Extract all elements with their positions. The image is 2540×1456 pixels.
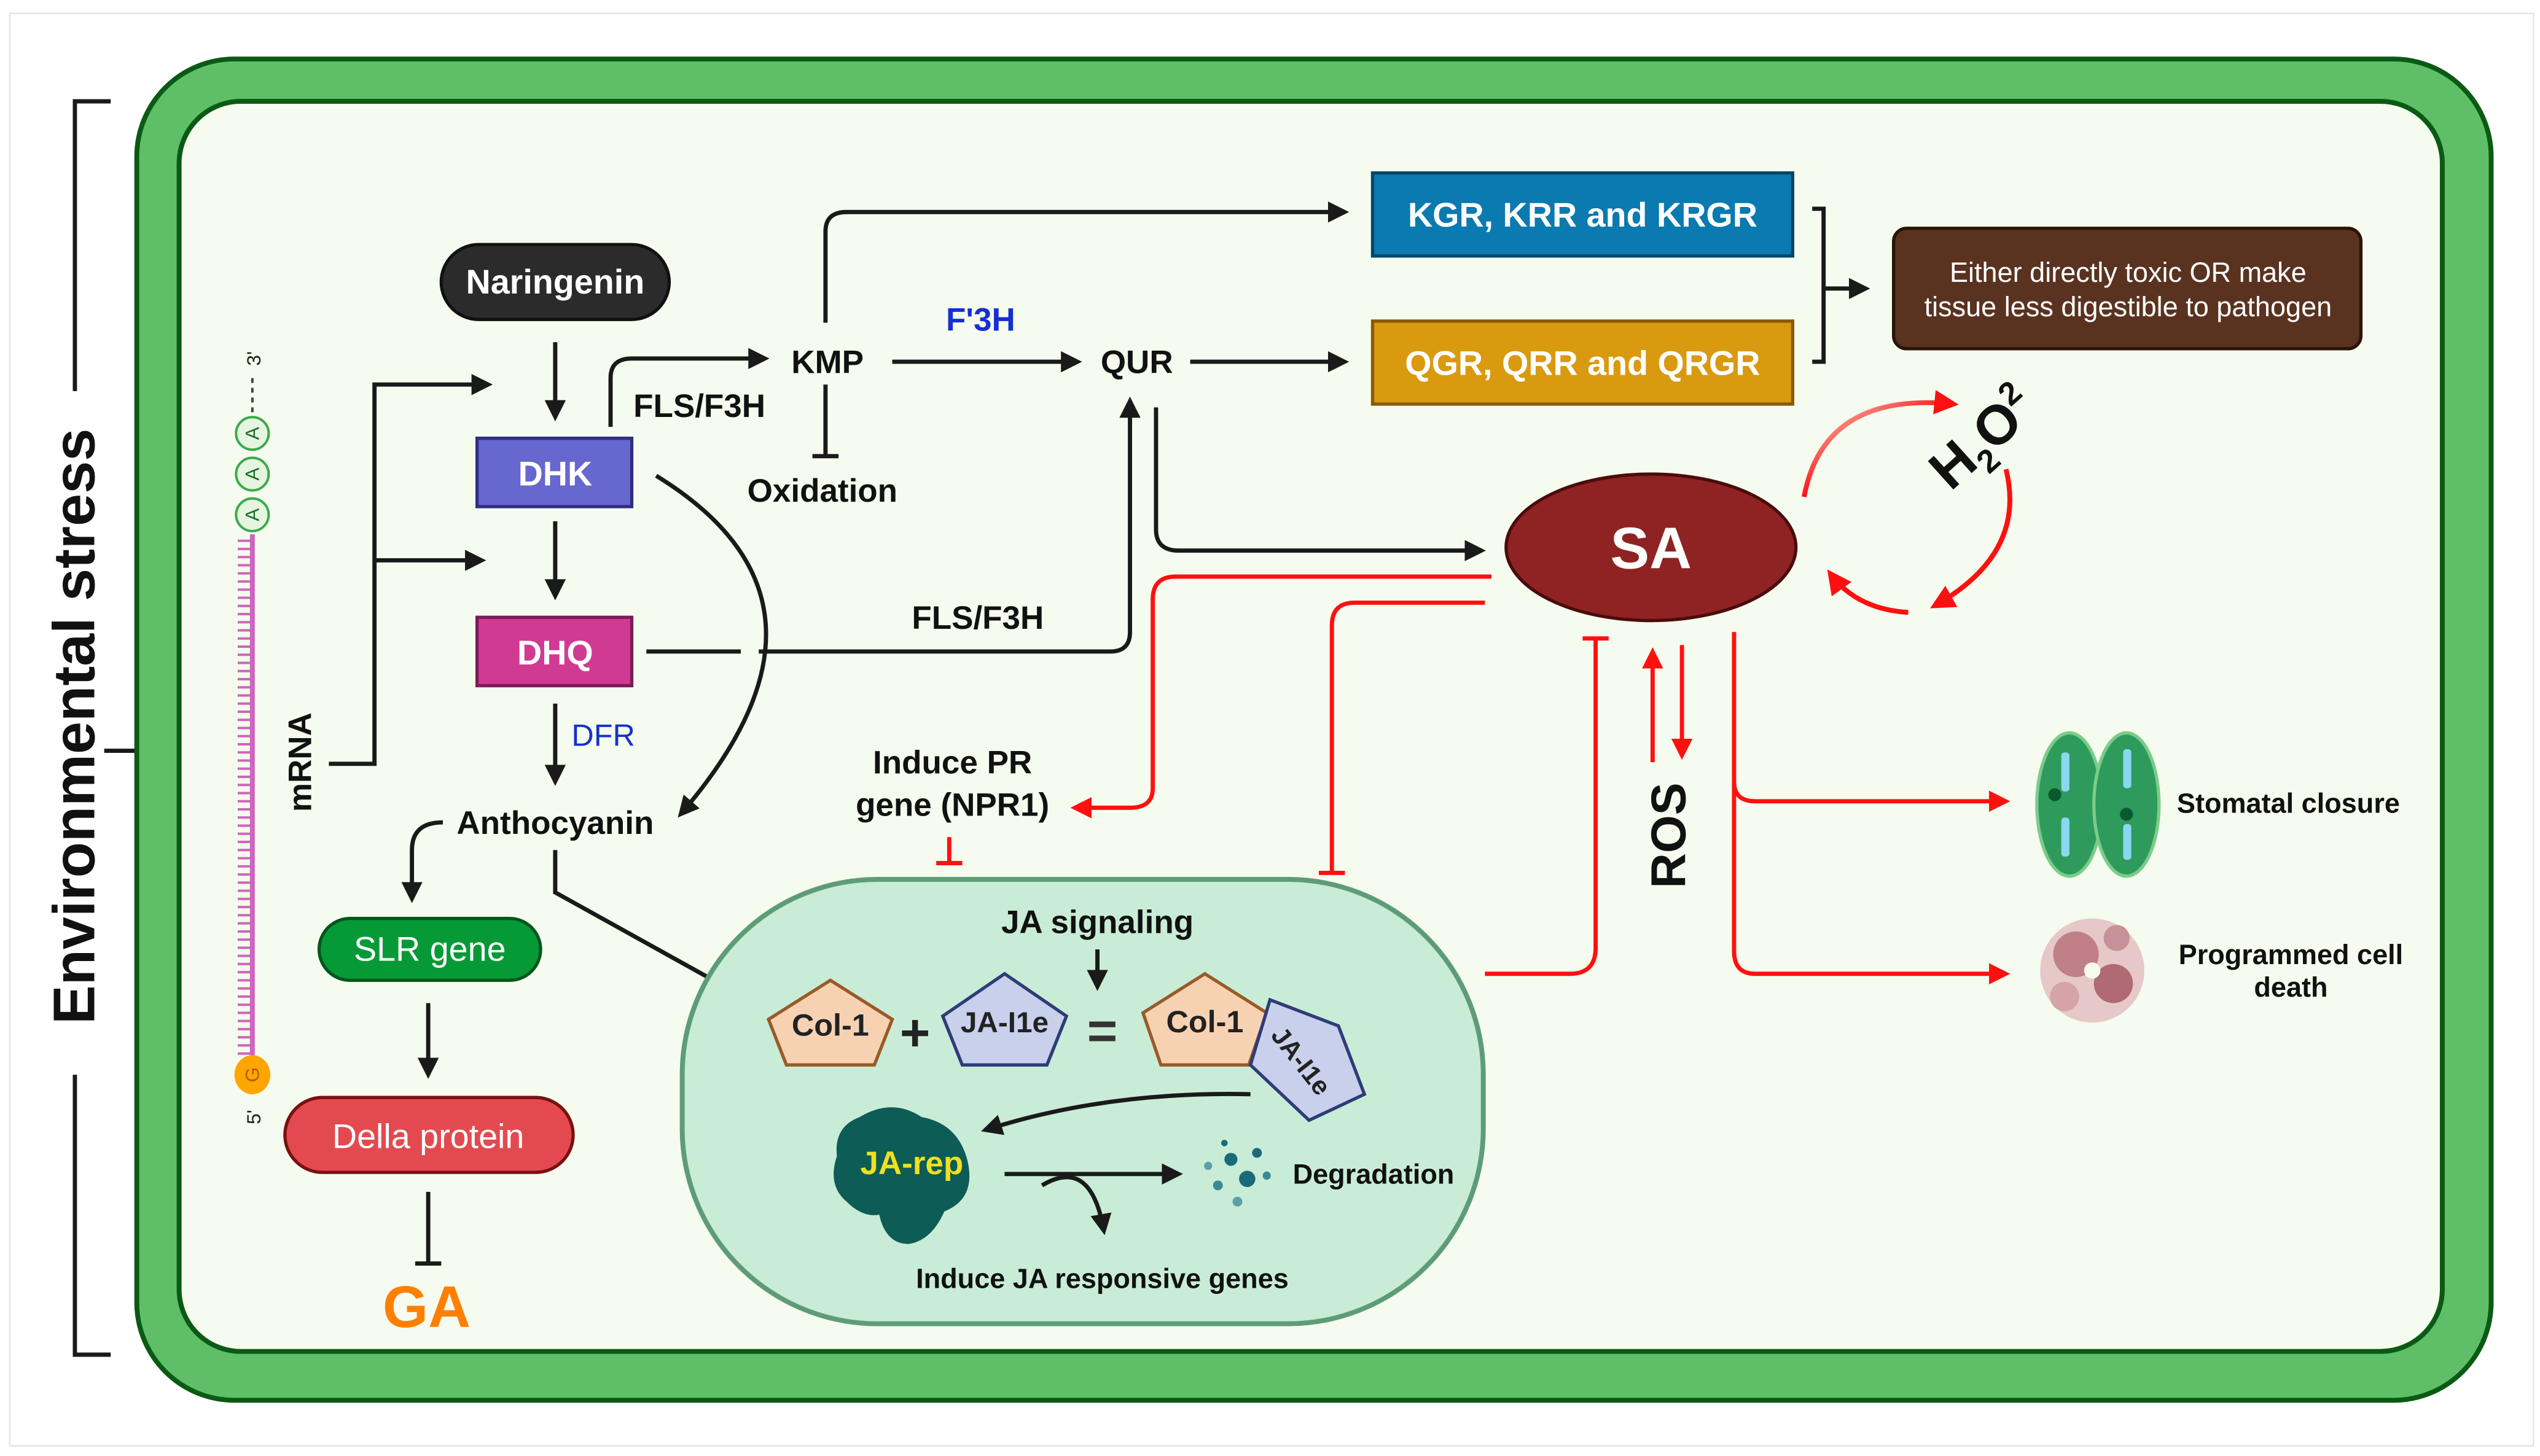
- sa-node: SA: [1504, 472, 1798, 623]
- col1-label: Col-1: [792, 1007, 869, 1042]
- dhk-node: DHK: [475, 437, 634, 508]
- dhk-label: DHK: [518, 455, 593, 493]
- pcd-label-line1: Programmed cell: [2179, 939, 2404, 970]
- mrna-3prime: 3': [243, 351, 265, 366]
- ga-node: GA: [383, 1275, 471, 1340]
- environmental-stress-bracket: Environmental stress: [42, 99, 219, 1357]
- mrna-cap: [234, 1055, 271, 1094]
- ja-signaling-title: JA signaling: [1001, 904, 1194, 940]
- npr1-inhibit-nucleus: [936, 837, 963, 865]
- complex-to-jarep-arrow: [981, 1092, 1251, 1135]
- degradation-fragments-icon: [1204, 1140, 1271, 1207]
- mrna-label: mRNA: [282, 712, 318, 812]
- sa-label: SA: [1610, 516, 1692, 582]
- dhq-node: DHQ: [475, 615, 634, 688]
- mrna-cap-label: G: [241, 1067, 263, 1083]
- qgr-qrr-qrgr-box: QGR, QRR and QRGR: [1370, 319, 1795, 406]
- plus-sign: +: [900, 1003, 931, 1061]
- outcome-line1: Either directly toxic OR make: [1950, 257, 2307, 288]
- qgr-box-label: QGR, QRR and QRGR: [1405, 344, 1760, 382]
- degradation-label: Degradation: [1293, 1159, 1455, 1190]
- kgr-box-label: KGR, KRR and KRGR: [1408, 196, 1757, 234]
- della-protein-label: Della protein: [332, 1117, 524, 1155]
- qur-to-sa-arrow: [1154, 407, 1486, 561]
- induce-ja-genes-label: Induce JA responsive genes: [916, 1263, 1289, 1294]
- della-inhibit-ga: [415, 1191, 442, 1266]
- mrna-5prime: 5': [243, 1110, 265, 1124]
- complex-col1-label: Col-1: [1166, 1004, 1244, 1039]
- dhk-to-anthocyanin-arrow: [655, 473, 768, 818]
- della-protein-node: Della protein: [283, 1096, 575, 1174]
- ja-rep-label: JA-rep: [860, 1145, 963, 1182]
- kmp-to-kgr-arrow: [823, 201, 1350, 323]
- mrna-strand: 3' A A A G 5' mRNA: [234, 351, 318, 1124]
- equals-sign: =: [1087, 1002, 1118, 1060]
- oxidation-node: Oxidation: [748, 473, 897, 509]
- stomata-icon: [2035, 731, 2161, 878]
- induce-pr-line2: gene (NPR1): [856, 787, 1049, 823]
- poly-a-base: A: [241, 426, 263, 440]
- poly-a-base: A: [241, 467, 263, 481]
- col1-ja-ile-complex: Col-1 JA-I1e: [1141, 971, 1367, 1123]
- kgr-krr-krgr-box: KGR, KRR and KRGR: [1370, 171, 1795, 258]
- poly-a-base: A: [241, 508, 263, 521]
- dhq-to-qur-arrow: [646, 401, 1130, 654]
- anthocyanin-to-slr-arrow: [401, 820, 444, 903]
- dhk-to-kmp-arrow: [608, 348, 770, 427]
- enzyme-f3h-prime: F'3H: [946, 302, 1015, 338]
- naringenin-node: Naringenin: [439, 243, 671, 321]
- product-bracket: [1812, 206, 1866, 364]
- sa-to-npr1-arrow: [1070, 574, 1491, 819]
- slr-gene-node: SLR gene: [317, 916, 542, 982]
- enzyme-dfr: DFR: [571, 718, 635, 753]
- kmp-oxidation-inhibit: [812, 384, 839, 459]
- stomatal-closure-label: Stomatal closure: [2177, 787, 2400, 819]
- poly-a-tail: A A A: [235, 416, 270, 532]
- sa-inhibit-nucleus: [1319, 600, 1485, 875]
- kmp-node: KMP: [791, 345, 864, 381]
- naringenin-label: Naringenin: [466, 263, 645, 301]
- outcome-line2: tissue less digestible to pathogen: [1925, 291, 2332, 322]
- qur-node: QUR: [1101, 345, 1173, 381]
- enzyme-fls-f3h-bottom: FLS/F3H: [912, 600, 1044, 636]
- jarep-to-genes-arrow: [1041, 1175, 1112, 1236]
- slr-gene-label: SLR gene: [354, 930, 506, 968]
- col1-pentagon: Col-1: [766, 978, 894, 1067]
- enzyme-fls-f3h-top: FLS/F3H: [633, 388, 765, 424]
- outcome-box: Either directly toxic OR make tissue les…: [1892, 227, 2363, 351]
- nucleus-inhibit-sa: [1485, 636, 1609, 976]
- pcd-label-line2: death: [2254, 971, 2327, 1003]
- anthocyanin-node: Anthocyanin: [456, 805, 654, 841]
- sa-to-pcd-arrow: [1732, 781, 2011, 984]
- environmental-stress-label: Environmental stress: [42, 429, 107, 1024]
- programmed-cell-death-icon: [2040, 918, 2144, 1023]
- induce-pr-line1: Induce PR: [873, 745, 1032, 781]
- ja-signaling-nucleus: JA signaling Col-1 + JA-I1e = Col-1 JA-I…: [679, 877, 1486, 1326]
- ja-ile-pentagon: JA-I1e: [940, 971, 1069, 1067]
- ja-ile-label: JA-I1e: [961, 1006, 1049, 1039]
- ja-rep-protein-icon: JA-rep: [834, 1107, 970, 1244]
- ros-label: ROS: [1641, 782, 1695, 888]
- mrna-to-dhk-arrow: [329, 373, 493, 766]
- dhq-label: DHQ: [517, 634, 593, 672]
